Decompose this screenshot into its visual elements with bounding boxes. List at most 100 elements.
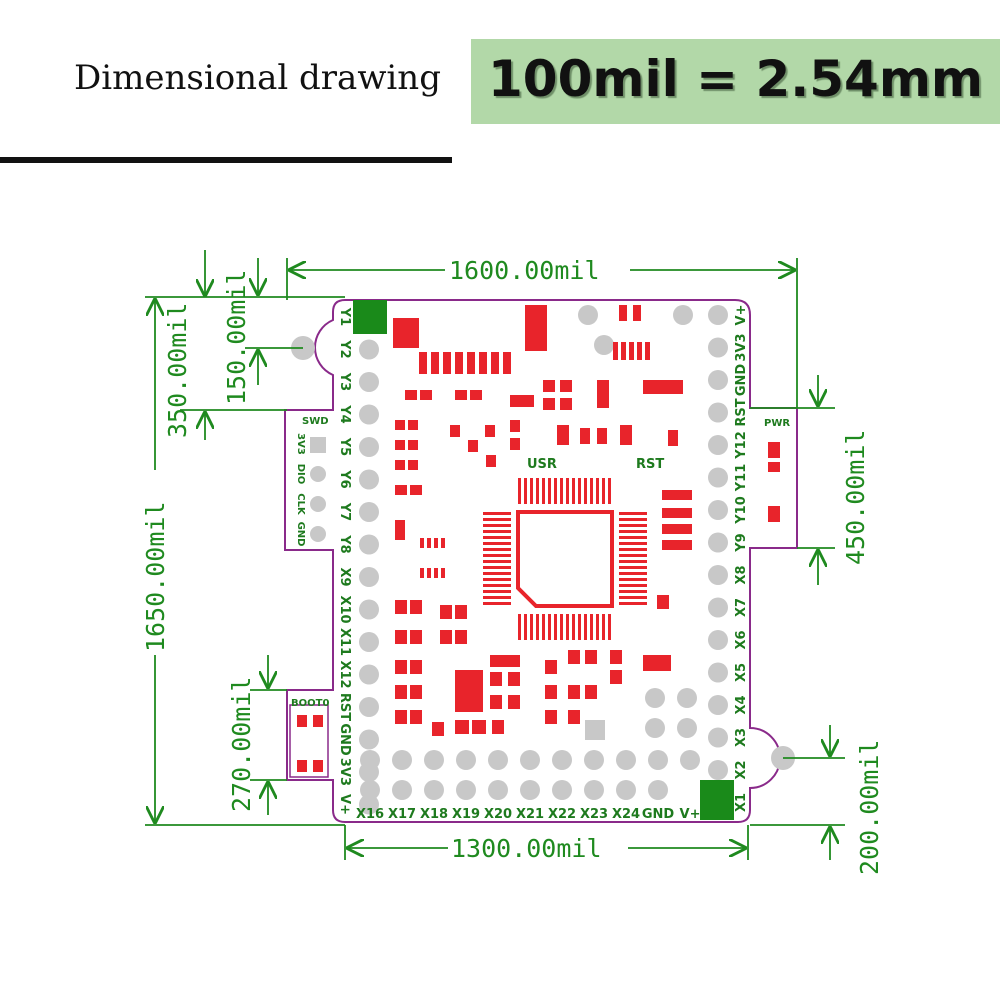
mcu-pin bbox=[483, 512, 511, 515]
swd-pin-label: 3V3 bbox=[295, 433, 306, 455]
bottom-pin-label: X16 bbox=[356, 807, 384, 822]
scale-banner bbox=[471, 39, 1000, 124]
left-pin-label: V+ bbox=[337, 794, 352, 815]
pad bbox=[708, 467, 728, 488]
bottom-pin-label: X19 bbox=[452, 807, 480, 822]
right-pin-label: X4 bbox=[734, 695, 749, 714]
left-pin-label: RST bbox=[337, 693, 352, 721]
mcu-pin bbox=[483, 542, 511, 545]
pad bbox=[488, 750, 508, 770]
mcu-pin bbox=[584, 478, 587, 504]
bottom-pin-label: X20 bbox=[484, 807, 512, 822]
pad bbox=[680, 750, 700, 770]
left-pin-label: Y4 bbox=[337, 404, 352, 423]
left-pad-column bbox=[359, 339, 379, 815]
mcu-pin bbox=[542, 614, 545, 640]
mcu-pin bbox=[590, 614, 593, 640]
dim-bottom-width: 1300.00mil bbox=[451, 834, 602, 863]
pad bbox=[708, 727, 728, 748]
pin1-marker bbox=[353, 300, 387, 334]
pad bbox=[648, 780, 668, 800]
mcu-pin bbox=[530, 614, 533, 640]
pad bbox=[673, 305, 693, 325]
right-pad-column bbox=[708, 305, 728, 780]
pad bbox=[708, 597, 728, 618]
bottom-pin-label: GND bbox=[642, 807, 675, 822]
bottom-pin-label: V+ bbox=[680, 807, 701, 822]
title-underline bbox=[0, 157, 452, 163]
mcu-pin bbox=[524, 478, 527, 504]
right-pin-label: X6 bbox=[734, 630, 749, 649]
mcu-pin bbox=[619, 602, 647, 605]
pad bbox=[488, 780, 508, 800]
mcu-pin bbox=[483, 518, 511, 521]
mcu-pin bbox=[483, 584, 511, 587]
pad bbox=[677, 718, 697, 738]
pad bbox=[708, 565, 728, 585]
mcu-pin bbox=[572, 478, 575, 504]
mcu-pin bbox=[619, 590, 647, 593]
mcu-pin bbox=[619, 536, 647, 539]
left-pin-label: Y3 bbox=[337, 372, 352, 391]
pad bbox=[708, 532, 728, 553]
right-pin-label: Y11 bbox=[734, 464, 749, 493]
swd-pad bbox=[310, 496, 326, 512]
mcu-pin bbox=[619, 512, 647, 515]
bottom-pin-label: X18 bbox=[420, 807, 448, 822]
bottom-pin-label: X17 bbox=[388, 807, 416, 822]
pad bbox=[708, 695, 728, 715]
pad bbox=[360, 750, 380, 770]
mcu-pin bbox=[619, 596, 647, 599]
pad bbox=[359, 339, 379, 360]
mcu-pin bbox=[566, 478, 569, 504]
mcu-pin bbox=[584, 614, 587, 640]
swd-pin-label: CLK bbox=[295, 493, 306, 516]
pad bbox=[616, 780, 636, 800]
pad bbox=[708, 402, 728, 423]
mcu-pin bbox=[536, 478, 539, 504]
pad bbox=[584, 750, 604, 770]
mcu-pin bbox=[619, 578, 647, 581]
rst-label: RST bbox=[636, 457, 664, 472]
pad bbox=[359, 794, 379, 815]
pad bbox=[359, 469, 379, 490]
mcu-pin bbox=[560, 478, 563, 504]
mcu-pin bbox=[602, 478, 605, 504]
pad bbox=[552, 780, 572, 800]
mcu-pin bbox=[483, 554, 511, 557]
bottom-pin-label: X24 bbox=[612, 807, 640, 822]
mcu-pin bbox=[530, 478, 533, 504]
mcu-pin bbox=[483, 530, 511, 533]
mcu-pin bbox=[483, 578, 511, 581]
dim-top-width: 1600.00mil bbox=[449, 256, 600, 285]
mcu-pin bbox=[619, 518, 647, 521]
mcu-pin bbox=[619, 572, 647, 575]
pad bbox=[708, 435, 728, 455]
right-pin-label: Y10 bbox=[734, 496, 749, 525]
inner-pad-grid bbox=[310, 305, 697, 738]
pad bbox=[359, 729, 379, 750]
pad bbox=[520, 780, 540, 800]
mcu-pin bbox=[619, 584, 647, 587]
dim-left-hole-offset: 150.00mil bbox=[222, 270, 251, 405]
bottom-pin-label: X21 bbox=[516, 807, 544, 822]
right-pin-label: GND bbox=[734, 364, 749, 397]
pad bbox=[456, 780, 476, 800]
pad bbox=[708, 500, 728, 520]
swd-pad bbox=[310, 466, 326, 482]
right-pin-label: X2 bbox=[734, 760, 749, 779]
mcu-pin bbox=[608, 478, 611, 504]
pad bbox=[424, 750, 444, 770]
dim-left-boot-height: 270.00mil bbox=[227, 677, 256, 812]
dim-right-hole-offset: 200.00mil bbox=[855, 740, 884, 875]
pad bbox=[645, 688, 665, 708]
pad bbox=[708, 662, 728, 683]
bottom-pin-label: X23 bbox=[580, 807, 608, 822]
pad bbox=[359, 697, 379, 717]
left-pin-label: Y8 bbox=[337, 534, 352, 553]
pad bbox=[424, 780, 444, 800]
bottom-pin-label: X22 bbox=[548, 807, 576, 822]
component-footprints bbox=[297, 305, 780, 772]
pad bbox=[708, 630, 728, 650]
